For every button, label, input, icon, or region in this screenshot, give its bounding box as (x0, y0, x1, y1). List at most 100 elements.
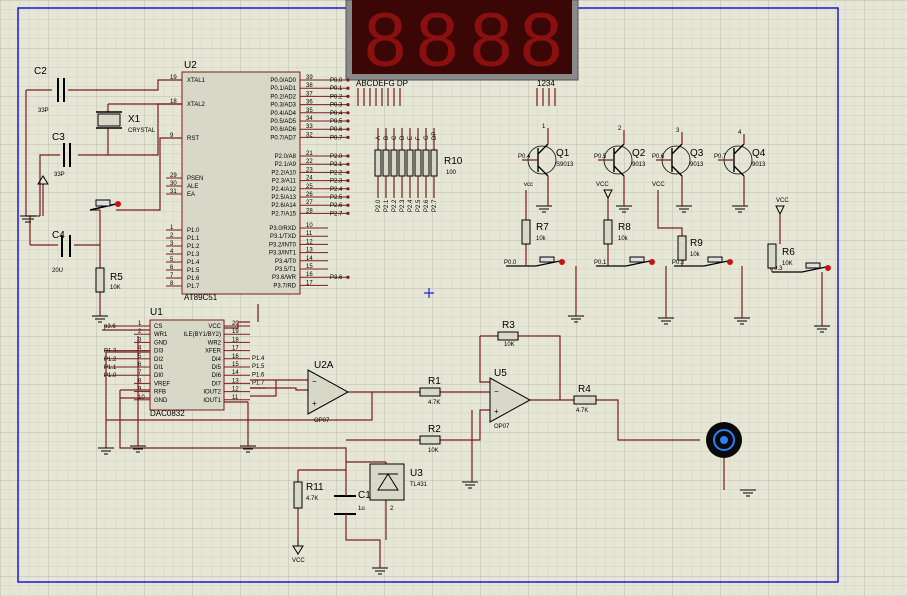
u2-pin-number: 7 (170, 273, 174, 279)
u2-pin-name: P1.6 (187, 276, 200, 282)
u2-pin-name: XTAL1 (187, 78, 206, 84)
u2-pin-name: P1.1 (187, 236, 200, 242)
u2-pin-number: 31 (170, 189, 177, 195)
u2-pin-name: P1.3 (187, 252, 200, 258)
u2-pin-number: 4 (170, 249, 174, 255)
resistor-r6[interactable] (767, 243, 777, 269)
u2-pin-number: 15 (306, 264, 313, 270)
u1-ref: U1 (150, 307, 163, 318)
r10-element (374, 149, 382, 177)
u2-pin-number: 17 (306, 280, 313, 286)
u2-pin-number: 26 (306, 192, 313, 198)
button-cap[interactable] (805, 262, 821, 269)
u2-pin-number: 8 (170, 281, 174, 287)
transistor-base-net: P0.6 (652, 154, 665, 160)
display-digit-2: 8 (416, 0, 458, 83)
r10-top-label: D (400, 135, 406, 140)
transistor-ref: Q4 (752, 148, 766, 159)
button-net-label: P0.2 (672, 260, 685, 266)
transistor-part: S9013 (556, 162, 574, 168)
net-label: P0.2 (330, 94, 343, 100)
resistor-r11[interactable] (293, 481, 303, 509)
r10-top-label: G (424, 135, 430, 140)
r5-ref: R5 (110, 272, 123, 283)
c3-value: 33P (54, 172, 65, 178)
net-label: P0.0 (330, 78, 343, 84)
u2-pin-number: 30 (170, 181, 177, 187)
display-digit-3: 8 (470, 0, 512, 83)
net-label: P1.4 (252, 356, 265, 362)
reset-button[interactable] (89, 199, 121, 211)
vcc-arrow-bottom (292, 540, 304, 555)
r7-ref: R7 (536, 222, 549, 233)
u2-pin-number: 33 (306, 124, 313, 130)
resistor-r7[interactable] (521, 219, 531, 245)
net-label: P3.6 (330, 275, 343, 281)
opamp-u5[interactable]: − + (489, 377, 532, 423)
button-cap[interactable] (539, 256, 555, 263)
resistor-r1[interactable] (419, 387, 441, 397)
button-cap[interactable] (707, 256, 723, 263)
r1-value: 4.7K (428, 400, 440, 406)
button-cap[interactable] (629, 256, 645, 263)
u2-pin-number: 38 (306, 83, 313, 89)
u1-pin-name: DI4 (212, 357, 222, 363)
resistor-r5[interactable] (95, 267, 105, 293)
u3-reference[interactable] (369, 463, 405, 501)
transistor-part: 9013 (690, 162, 704, 168)
net-dot (346, 135, 350, 139)
crystal-x1[interactable] (96, 111, 122, 129)
button-net-label: P0.0 (504, 260, 517, 266)
u2-pin-name: P0.3/AD3 (270, 103, 296, 109)
u1-pin-name: RFB (154, 390, 166, 396)
net-dot (346, 170, 350, 174)
u2-pin-name: P0.0/AD0 (270, 78, 296, 84)
resistor-r2[interactable] (419, 435, 441, 445)
pullup-wire (525, 190, 781, 244)
u2-pin-name: PSEN (187, 176, 203, 182)
net-label: P2.0 (330, 154, 343, 160)
u2-pin-name: P2.6/A14 (271, 203, 296, 209)
motor[interactable] (706, 422, 742, 490)
resistor-r8[interactable] (603, 219, 613, 245)
u2-pin-name: P0.2/AD2 (270, 94, 296, 100)
resistor-array-r10[interactable] (374, 128, 438, 198)
u2-pin-name: P0.4/AD4 (270, 111, 296, 117)
display-digit-4: 8 (520, 0, 562, 83)
r6-ref: R6 (782, 247, 795, 258)
resistor-r9[interactable] (677, 235, 687, 261)
button-pin-red (559, 259, 565, 265)
r8-ref: R8 (618, 222, 631, 233)
net-dot (346, 162, 350, 166)
r10-top-label: C (392, 135, 398, 140)
transistor-wire (718, 134, 745, 206)
r10-element (414, 149, 422, 177)
x1-value: CRYSTAL (128, 128, 156, 134)
u2-pin-number: 27 (306, 200, 313, 206)
transistor-base-net: P0.4 (518, 154, 531, 160)
u2-pin-number: 18 (170, 99, 177, 105)
net-dot (346, 211, 350, 215)
u3-pin: 2 (390, 506, 394, 512)
u2-pin-name: P0.5/AD5 (270, 119, 296, 125)
button-pin-red (727, 259, 733, 265)
u5-part: OP07 (494, 424, 510, 430)
u2-pin-name: P1.0 (187, 228, 200, 234)
resistor-r3[interactable] (497, 331, 519, 341)
u1-pin-name: VCC (208, 324, 221, 330)
analog-wiring (102, 304, 700, 568)
r10-bottom-label: P2.0 (376, 199, 382, 212)
r10-element (390, 149, 398, 177)
opamp-u2a[interactable]: − + (307, 369, 350, 415)
resistor-r4[interactable] (573, 395, 597, 405)
c2-ref: C2 (34, 66, 47, 77)
seven-segment-display[interactable]: 8 8 8 8 ABCDEFG DP 1234 (345, 0, 579, 88)
u3-part: TL431 (410, 482, 428, 488)
u2-pin-number: 19 (170, 75, 177, 81)
display-pins (357, 88, 556, 106)
